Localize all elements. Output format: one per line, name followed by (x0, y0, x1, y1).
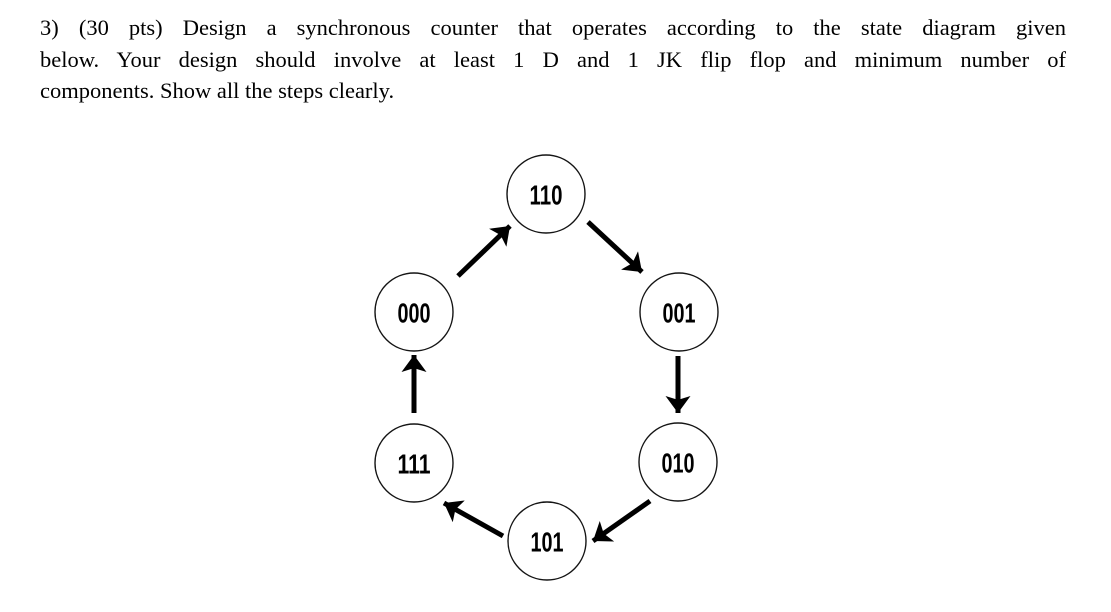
state-circle-001 (639, 272, 719, 352)
state-label-101: 101 (531, 527, 564, 558)
state-node-000: 000 (374, 272, 454, 352)
problem-statement: 3) (30 pts) Design a synchronous counter… (40, 12, 1066, 107)
state-label-110: 110 (530, 180, 563, 211)
state-label-000: 000 (398, 298, 431, 329)
state-label-010: 010 (662, 448, 695, 479)
problem-text-line-3: components. Show all the steps clearly. (40, 78, 395, 103)
state-nodes: 000 110 001 010 101 111 (374, 154, 719, 581)
arrow-101-to-111 (442, 500, 505, 539)
state-node-010: 010 (638, 422, 718, 502)
state-circle-010 (638, 422, 718, 502)
state-circle-000 (374, 272, 454, 352)
arrow-010-to-101 (591, 498, 652, 544)
arrow-110-to-001 (586, 220, 644, 274)
state-circle-101 (507, 501, 587, 581)
state-node-110: 110 (506, 154, 586, 234)
state-node-101: 101 (507, 501, 587, 581)
state-circle-111 (374, 423, 454, 503)
problem-text-line-2: below. Your design should involve at lea… (40, 46, 1066, 72)
state-label-001: 001 (663, 298, 696, 329)
transition-arrows (401, 220, 691, 544)
state-node-001: 001 (639, 272, 719, 352)
state-circle-110 (506, 154, 586, 234)
state-node-111: 111 (374, 423, 454, 503)
state-label-111: 111 (398, 449, 431, 480)
arrow-000-to-110 (456, 224, 512, 278)
problem-text-line-1: 3) (30 pts) Design a synchronous counter… (40, 15, 1066, 40)
